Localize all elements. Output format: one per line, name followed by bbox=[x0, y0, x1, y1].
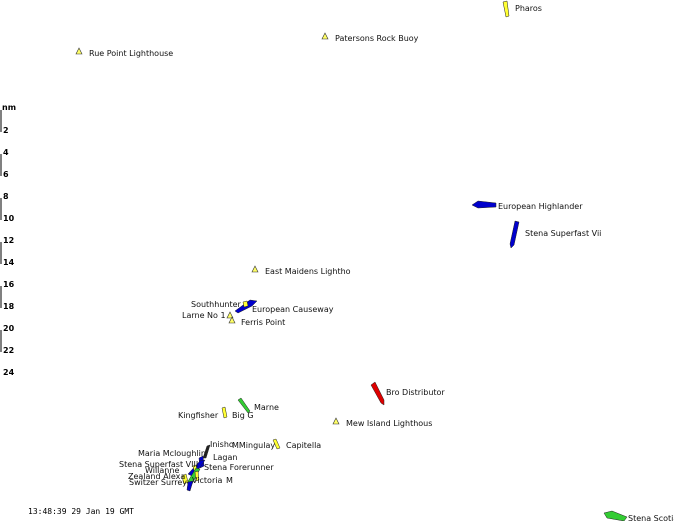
scale-tick-label: 12 bbox=[3, 236, 15, 245]
inisho-vessel-icon[interactable] bbox=[202, 444, 211, 459]
big-g-label[interactable]: Big G bbox=[232, 411, 254, 420]
willanne-label[interactable]: Willanne bbox=[145, 466, 180, 475]
east-maidens-lighthouse-triangle-icon[interactable] bbox=[251, 265, 259, 273]
scale-tick-label: 14 bbox=[3, 258, 15, 267]
rue-point-lighthouse-triangle-icon[interactable] bbox=[75, 47, 83, 55]
switzer-surrey-vessel-icon[interactable] bbox=[186, 480, 194, 492]
scale-tick-label: 24 bbox=[3, 368, 15, 377]
larne-no1-triangle-icon[interactable] bbox=[226, 311, 234, 319]
european-highlander-label[interactable]: European Highlander bbox=[498, 202, 583, 211]
scale-tick-label: 4 bbox=[3, 148, 9, 157]
mew-island-lighthouse-triangle-icon[interactable] bbox=[332, 417, 340, 425]
stena-forerunner-label[interactable]: Stena Forerunner bbox=[204, 463, 274, 472]
stena-superfast-viii-label[interactable]: Stena Superfast VIII bbox=[119, 460, 199, 469]
scale-tick-label: 10 bbox=[3, 214, 15, 223]
zealand-alexa-label[interactable]: Zealand Alexa bbox=[128, 472, 186, 481]
scale-tick-label: 22 bbox=[3, 346, 15, 355]
victoria-label[interactable]: Victoria bbox=[192, 476, 223, 485]
m-label[interactable]: M bbox=[226, 476, 233, 485]
scale-tick-label: 6 bbox=[3, 170, 9, 179]
stena-superfast-vii-label[interactable]: Stena Superfast Vii bbox=[525, 229, 602, 238]
capitella-vessel-icon[interactable] bbox=[272, 438, 281, 450]
stena-superfast-vii-vessel-icon[interactable] bbox=[509, 220, 520, 249]
european-causeway-label[interactable]: European Causeway bbox=[252, 305, 334, 314]
kingfisher-vessel-icon[interactable] bbox=[221, 406, 228, 419]
scale-tick-label: 2 bbox=[3, 126, 9, 135]
scale-tick-label: 16 bbox=[3, 280, 15, 289]
marne-vessel-icon[interactable] bbox=[237, 397, 251, 414]
scale-tick-label: 8 bbox=[3, 192, 9, 201]
mmingulay-label[interactable]: MMingulay bbox=[232, 441, 276, 450]
patersons-rock-buoy-label[interactable]: Patersons Rock Buoy bbox=[335, 34, 419, 43]
capitella-label[interactable]: Capitella bbox=[286, 441, 322, 450]
southhunter-label[interactable]: Southhunter bbox=[191, 300, 241, 309]
timestamp: 13:48:39 29 Jan 19 GMT bbox=[28, 507, 134, 516]
maria-mcloughlin-label[interactable]: Maria Mcloughlin bbox=[138, 449, 206, 458]
scale-tick-label: 18 bbox=[3, 302, 15, 311]
scale-tick-label: 20 bbox=[3, 324, 15, 333]
pharos-vessel-icon[interactable] bbox=[502, 0, 510, 18]
bro-distributor-label[interactable]: Bro Distributor bbox=[386, 388, 445, 397]
ferris-point-triangle-icon[interactable] bbox=[228, 316, 236, 324]
marne-label[interactable]: Marne bbox=[254, 403, 279, 412]
larne-no1-label[interactable]: Larne No 1 bbox=[182, 311, 226, 320]
bro-distributor-vessel-icon[interactable] bbox=[370, 381, 385, 406]
scale-unit-label: nm bbox=[2, 103, 17, 112]
stena-scotia-label[interactable]: Stena Scotia bbox=[628, 514, 674, 523]
east-maidens-lighthouse-label[interactable]: East Maidens Lightho bbox=[265, 267, 351, 276]
switzer-surrey-label[interactable]: Switzer Surrey bbox=[129, 478, 187, 487]
southhunter-vessel-icon[interactable] bbox=[242, 300, 249, 308]
kingfisher-label[interactable]: Kingfisher bbox=[178, 411, 219, 420]
pharos-label[interactable]: Pharos bbox=[515, 4, 542, 13]
stena-scotia-vessel-icon[interactable] bbox=[603, 510, 628, 521]
victoria-vessel-icon[interactable] bbox=[194, 470, 200, 482]
patersons-rock-buoy-triangle-icon[interactable] bbox=[321, 32, 329, 40]
inisho-label[interactable]: Inisho bbox=[210, 440, 234, 449]
mew-island-lighthouse-label[interactable]: Mew Island Lighthous bbox=[346, 419, 433, 428]
ferris-point-label[interactable]: Ferris Point bbox=[241, 318, 286, 327]
lagan-label[interactable]: Lagan bbox=[213, 453, 238, 462]
rue-point-lighthouse-label[interactable]: Rue Point Lighthouse bbox=[89, 49, 174, 58]
european-highlander-vessel-icon[interactable] bbox=[471, 200, 497, 209]
